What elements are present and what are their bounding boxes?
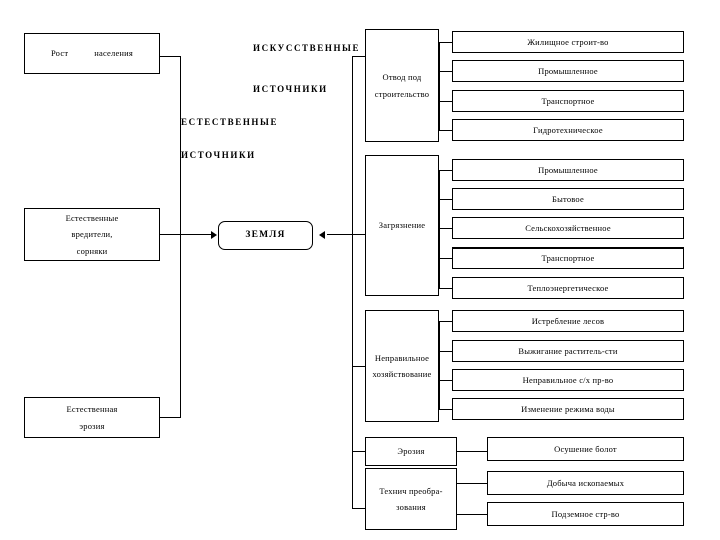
node-erosion[interactable]: Эрозия (365, 437, 457, 466)
node-earth[interactable]: ЗЕМЛЯ (218, 221, 313, 250)
leaf-agricultural-pollution[interactable]: Сельскохозяйственное (452, 217, 684, 239)
leaf-water-regime-change[interactable]: Изменение режима воды (452, 398, 684, 420)
stub-land-allocation-4 (439, 130, 453, 132)
node-land-allocation-line2: строительство (374, 88, 430, 99)
node-technical-transformation-line1: Технич преобра- (379, 485, 443, 496)
leaf-underground-construction-label: Подземное стр-во (551, 508, 620, 519)
leaf-domestic-pollution-label: Бытовое (552, 193, 584, 204)
leaf-residential-construction-label: Жилищное строит-во (527, 36, 609, 47)
stub-pollution-5 (439, 288, 453, 290)
leaf-improper-agriculture-label: Неправильное с/х пр-во (522, 374, 614, 385)
leaf-residential-construction[interactable]: Жилищное строит-во (452, 31, 684, 53)
arrow-left-to-earth-icon (211, 231, 217, 239)
label-artificial-sources-line2: ИСТОЧНИКИ (253, 84, 328, 94)
arrow-right-to-earth-icon (319, 231, 325, 239)
connector-erosion-to-bus (160, 417, 181, 419)
leaf-mineral-extraction[interactable]: Добыча ископаемых (487, 471, 684, 495)
node-erosion-label: Эрозия (397, 446, 425, 457)
node-natural-pests-line1: Естественные (65, 213, 119, 224)
node-natural-erosion-line1: Естественная (66, 404, 118, 415)
stub-land-allocation-2 (439, 71, 453, 73)
leaf-hydrotechnical-construction-label: Гидротехническое (533, 124, 603, 135)
label-natural-sources-line2: ИСТОЧНИКИ (181, 150, 256, 160)
leaf-industrial-construction[interactable]: Промышленное (452, 60, 684, 82)
connector-bus-to-erosion (352, 451, 366, 453)
connector-erosion-to-swamp-drainage (457, 451, 488, 453)
leaf-transport-pollution-label: Транспортное (541, 253, 595, 264)
leaf-transport-construction[interactable]: Транспортное (452, 90, 684, 112)
connector-bus-to-pollution (352, 234, 366, 236)
node-mismanagement-line1: Неправильное (374, 352, 430, 363)
connector-bus-to-land-allocation (352, 56, 366, 58)
connector-left-bus-to-earth (180, 234, 212, 236)
leaf-mineral-extraction-label: Добыча ископаемых (546, 477, 625, 488)
stub-mismanagement-4 (439, 409, 453, 411)
leaf-underground-construction[interactable]: Подземное стр-во (487, 502, 684, 526)
stub-pollution-4 (439, 258, 453, 260)
stub-pollution-2 (439, 199, 453, 201)
node-pollution[interactable]: Загрязнение (365, 155, 439, 296)
node-mismanagement-line2: хозяйствование (372, 369, 432, 379)
bus-mismanagement-children (439, 321, 441, 409)
stub-pollution-3 (439, 228, 453, 230)
leaf-deforestation[interactable]: Истребление лесов (452, 310, 684, 332)
leaf-swamp-drainage[interactable]: Осушение болот (487, 437, 684, 461)
leaf-hydrotechnical-construction[interactable]: Гидротехническое (452, 119, 684, 141)
connector-tech-to-underground-construction (457, 514, 488, 516)
label-natural-sources-line1: ЕСТЕСТВЕННЫЕ (181, 117, 279, 127)
node-technical-transformation[interactable]: Технич преобра- зования (365, 468, 457, 530)
leaf-industrial-pollution-label: Промышленное (538, 164, 598, 175)
node-land-allocation[interactable]: Отвод под строительство (365, 29, 439, 142)
node-pollution-line1: Загрязнение (378, 220, 426, 231)
stub-mismanagement-2 (439, 351, 453, 353)
node-mismanagement[interactable]: Неправильное хозяйствование (365, 310, 439, 422)
connector-right-bus-to-earth (327, 234, 353, 236)
node-earth-label: ЗЕМЛЯ (245, 230, 286, 241)
stub-mismanagement-1 (439, 321, 453, 323)
leaf-deforestation-label: Истребление лесов (531, 315, 605, 326)
node-natural-erosion[interactable]: Естественная эрозия (24, 397, 160, 438)
leaf-industrial-construction-label: Промышленное (538, 65, 598, 76)
left-vertical-bus (180, 56, 182, 418)
leaf-domestic-pollution[interactable]: Бытовое (452, 188, 684, 210)
connector-population-to-bus (160, 56, 181, 58)
leaf-transport-pollution[interactable]: Транспортное (452, 247, 684, 269)
stub-pollution-1 (439, 170, 453, 172)
leaf-thermal-power-pollution-label: Теплоэнергетическое (527, 282, 609, 293)
bus-land-allocation-children (439, 42, 441, 130)
leaf-vegetation-burning[interactable]: Выжигание раститель-сти (452, 340, 684, 362)
leaf-industrial-pollution[interactable]: Промышленное (452, 159, 684, 181)
leaf-swamp-drainage-label: Осушение болот (554, 443, 617, 454)
connector-tech-to-mineral-extraction (457, 483, 488, 485)
stub-mismanagement-3 (439, 380, 453, 382)
connector-pests-to-bus (160, 234, 181, 236)
node-natural-erosion-line2: эрозия (79, 420, 105, 431)
leaf-vegetation-burning-label: Выжигание раститель-сти (518, 345, 618, 356)
leaf-transport-construction-label: Транспортное (541, 95, 595, 106)
leaf-water-regime-change-label: Изменение режима воды (521, 403, 615, 414)
node-land-allocation-line1: Отвод под (382, 72, 422, 83)
node-technical-transformation-line2: зования (396, 502, 426, 512)
label-artificial-sources-line1: ИСКУССТВЕННЫЕ (253, 43, 361, 53)
leaf-agricultural-pollution-label: Сельскохозяйственное (525, 222, 611, 233)
leaf-improper-agriculture[interactable]: Неправильное с/х пр-во (452, 369, 684, 391)
connector-bus-to-technical-transformation (352, 508, 366, 510)
connector-bus-to-mismanagement (352, 366, 366, 368)
node-natural-pests[interactable]: Естественные вредители, сорняки (24, 208, 160, 261)
center-vertical-bus (352, 56, 354, 509)
node-natural-pests-line2: вредители, (71, 229, 113, 240)
node-natural-pests-line3: сорняки (76, 245, 108, 256)
stub-land-allocation-1 (439, 42, 453, 44)
stub-land-allocation-3 (439, 101, 453, 103)
leaf-thermal-power-pollution[interactable]: Теплоэнергетическое (452, 277, 684, 299)
